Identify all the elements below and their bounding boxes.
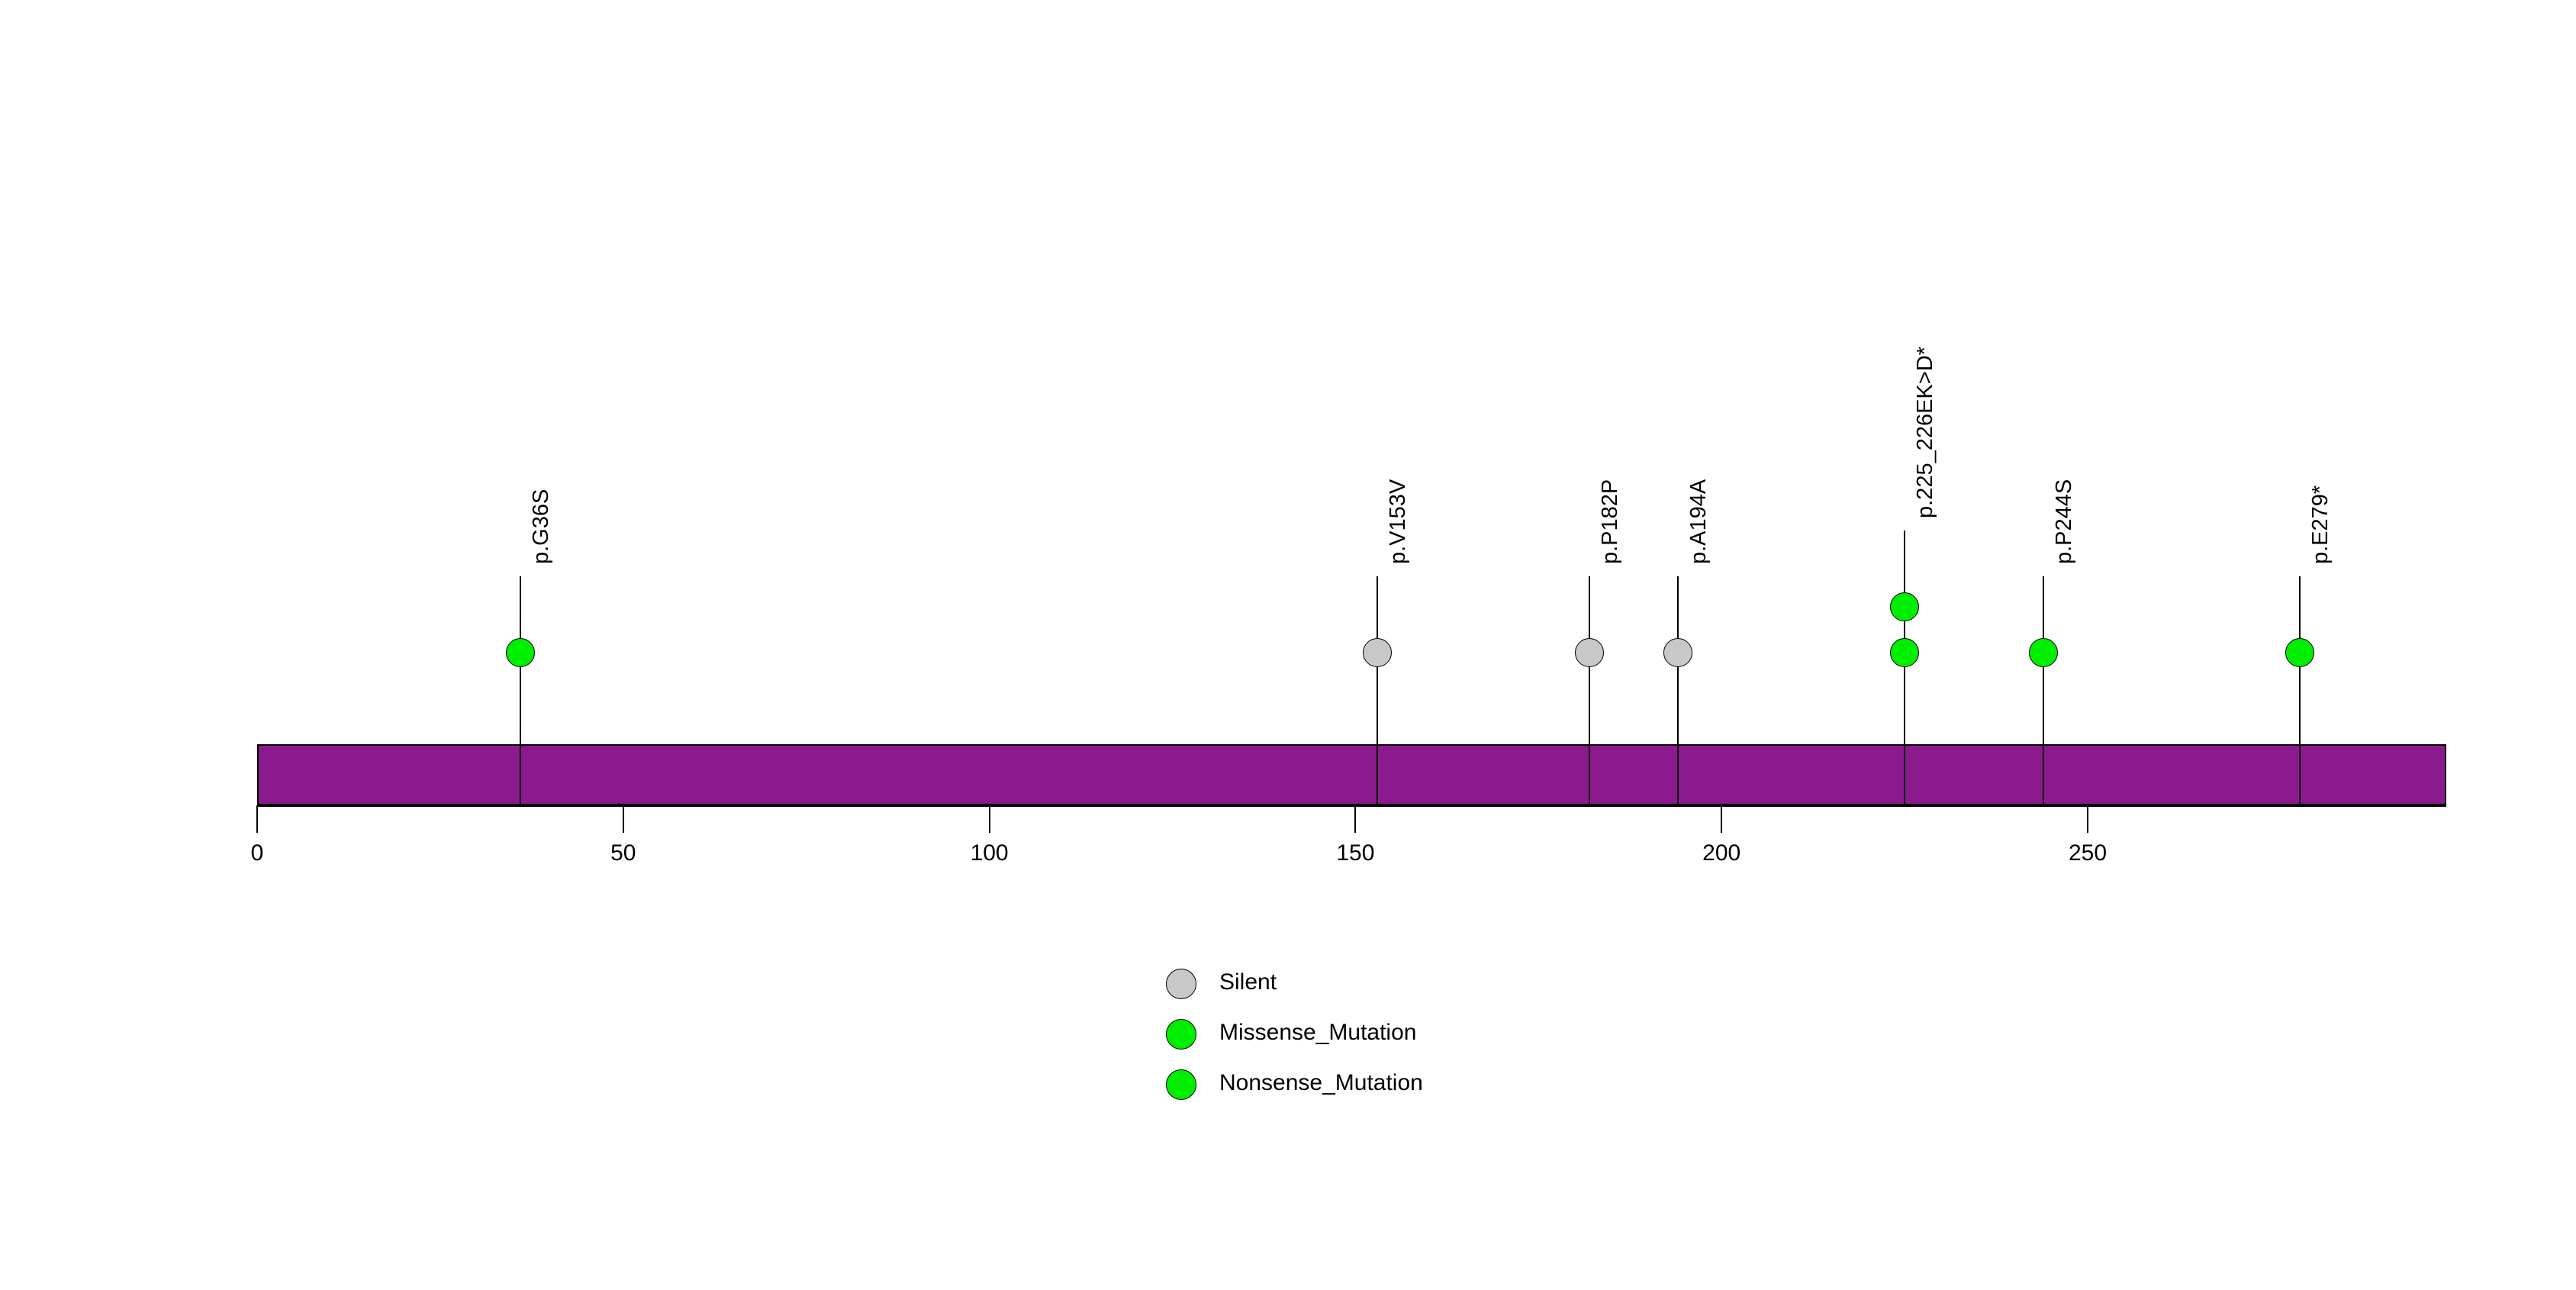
lollipop-dot[interactable] xyxy=(1663,638,1692,667)
lollipop-dot[interactable] xyxy=(506,638,536,667)
lollipop-label: p.225_226EK>D* xyxy=(1913,347,1938,518)
x-axis-tick xyxy=(988,805,990,833)
lollipop-stem xyxy=(1377,576,1379,805)
x-axis-tick-label: 100 xyxy=(970,840,1009,866)
x-axis-tick xyxy=(1354,805,1357,833)
x-axis-tick-label: 250 xyxy=(2068,840,2107,866)
lollipop-label: p.V153V xyxy=(1386,479,1411,564)
lollipop-dot[interactable] xyxy=(1890,592,1920,621)
legend-label: Missense_Mutation xyxy=(1219,1020,1417,1045)
lollipop-stem xyxy=(1676,576,1679,805)
lollipop-stem xyxy=(1904,531,1906,805)
x-axis-tick-label: 50 xyxy=(610,840,636,866)
legend-label: Nonsense_Mutation xyxy=(1219,1070,1423,1095)
legend-label: Silent xyxy=(1219,969,1277,995)
x-axis-tick xyxy=(622,805,624,833)
legend-swatch-silent xyxy=(1166,969,1196,999)
lollipop-stem xyxy=(1589,576,1591,805)
x-axis-tick-label: 200 xyxy=(1702,840,1741,866)
lollipop-stem xyxy=(2043,576,2045,805)
lollipop-dot[interactable] xyxy=(2029,638,2059,667)
protein-domain-bar xyxy=(257,744,2447,805)
legend-swatch-nonsense-mutation xyxy=(1166,1069,1196,1100)
x-axis-tick xyxy=(1721,805,1723,833)
lollipop-dot[interactable] xyxy=(1575,638,1605,667)
x-axis-tick xyxy=(2087,805,2088,833)
lollipop-dot[interactable] xyxy=(1890,638,1920,667)
lollipop-label: p.P244S xyxy=(2052,479,2077,564)
legend-swatch-missense-mutation xyxy=(1166,1019,1196,1050)
lollipop-label: p.G36S xyxy=(529,489,554,564)
lollipop-label: p.P182P xyxy=(1598,479,1623,564)
lollipop-label: p.E279* xyxy=(2308,485,2333,564)
x-axis-line xyxy=(257,805,2447,807)
x-axis-tick-label: 150 xyxy=(1336,840,1375,866)
x-axis-tick xyxy=(256,805,258,833)
lollipop-dot[interactable] xyxy=(1363,638,1393,667)
x-axis-tick-label: 0 xyxy=(250,840,264,866)
lollipop-dot[interactable] xyxy=(2285,638,2315,667)
lollipop-stem xyxy=(520,576,522,805)
lollipop-stem xyxy=(2299,576,2301,805)
lollipop-label: p.A194A xyxy=(1686,479,1711,564)
